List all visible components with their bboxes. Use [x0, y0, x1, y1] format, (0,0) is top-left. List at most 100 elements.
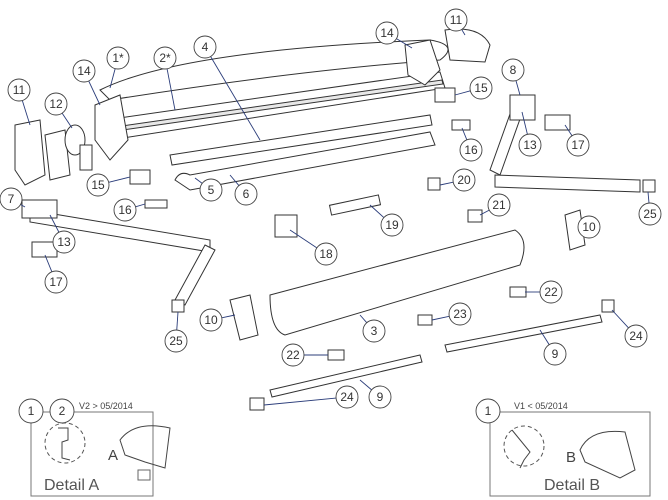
detail-b-box: [489, 411, 651, 497]
callout-circle: [459, 138, 483, 162]
callout-number: 13: [523, 138, 537, 152]
callout-number: 16: [464, 143, 478, 157]
part-15-left: [129, 169, 151, 185]
callout-number: 17: [571, 138, 585, 152]
end-cap-right: [444, 28, 491, 63]
part-22-left: [327, 349, 345, 361]
callout-number: 24: [629, 329, 643, 343]
leader-line: [647, 191, 650, 204]
leader-line: [49, 214, 60, 233]
callout-circle: [44, 92, 68, 116]
callout-14: 14: [72, 59, 101, 106]
part-23: [417, 314, 433, 326]
callout-8: 8: [501, 58, 525, 96]
callout-circle: [199, 308, 223, 332]
leader-line: [61, 112, 73, 129]
leader-line: [461, 29, 466, 36]
callout-number: 25: [643, 207, 657, 221]
callout-22: 22: [281, 343, 328, 367]
part-16-left: [144, 199, 168, 209]
callout-1-star: 1*: [106, 46, 130, 89]
callout-7: 7: [0, 187, 26, 211]
callout-circle: [72, 59, 96, 83]
callout-15: 15: [86, 173, 131, 197]
detail-b-title: Detail B: [544, 477, 600, 494]
detail-b-marker: B: [566, 449, 576, 466]
callout-16: 16: [459, 127, 483, 162]
callout-25: 25: [638, 191, 662, 226]
callout-number: 10: [582, 220, 596, 234]
callout-16: 16: [113, 198, 146, 222]
leader-line: [564, 124, 573, 137]
callout-circle: [314, 242, 338, 266]
part-18: [274, 214, 298, 238]
callout-17: 17: [564, 124, 590, 157]
leader-line: [109, 68, 116, 89]
callout-6: 6: [229, 174, 258, 206]
detail-a-zoom-circle: [44, 422, 86, 464]
end-cap-left-inner: [44, 129, 71, 181]
callout-number: 22: [544, 285, 558, 299]
leader-line: [20, 204, 26, 208]
callout-number: 18: [319, 247, 333, 261]
callout-number: 9: [552, 347, 559, 361]
leader-line: [263, 397, 337, 406]
callout-3: 3: [359, 314, 386, 343]
callout-circle: [448, 302, 472, 326]
callout-number: 15: [91, 178, 105, 192]
arm-left-lower: [174, 244, 216, 306]
callout-13: 13: [518, 111, 542, 157]
callout-circle: [164, 329, 188, 353]
part-15-right: [434, 87, 456, 103]
end-cap-left: [14, 119, 46, 186]
part-19: [328, 194, 382, 216]
fabric-profile: [169, 114, 433, 166]
front-end-cap-left: [229, 294, 259, 341]
leader-line: [135, 203, 146, 208]
callout-number: 14: [77, 64, 91, 78]
leader-line: [369, 204, 385, 218]
callout-number: 11: [13, 83, 26, 97]
callout-4: 4: [193, 35, 261, 141]
callout-circle: [44, 270, 68, 294]
callout-number: 8: [510, 63, 517, 77]
rail-left: [269, 354, 423, 398]
callout-circle: [624, 324, 648, 348]
callout-2-star: 2*: [153, 46, 177, 111]
callout-number: 12: [49, 97, 63, 111]
bracket-left: [94, 94, 129, 161]
callout-number: 21: [492, 198, 506, 212]
callout-18: 18: [289, 229, 338, 266]
callout-24: 24: [263, 385, 359, 409]
callout-circle: [487, 193, 511, 217]
callout-circle: [193, 35, 217, 59]
leader-line: [166, 68, 176, 111]
callout-number: 25: [169, 334, 183, 348]
svg-text:1: 1: [485, 404, 492, 418]
callout-23: 23: [431, 302, 472, 326]
part-21: [467, 209, 483, 223]
front-profile: [269, 229, 525, 336]
detail-a: 1 2 V2 > 05/2014 A Detail A: [18, 398, 171, 497]
callout-circle: [153, 46, 177, 70]
callout-circle: [469, 76, 493, 100]
detail-a-cap-drawing: [119, 425, 171, 469]
leader-line: [461, 127, 468, 140]
leader-line: [611, 309, 629, 329]
callout-circle: [444, 8, 468, 32]
leader-line: [515, 80, 521, 96]
leader-line: [21, 100, 31, 126]
callout-circle: [368, 385, 392, 409]
callout-number: 13: [57, 235, 71, 249]
callout-circle: [638, 202, 662, 226]
leader-line: [176, 311, 179, 331]
part-24-right: [601, 299, 615, 313]
callout-19: 19: [369, 204, 404, 237]
callout-15: 15: [454, 76, 493, 100]
callout-circle: [362, 319, 386, 343]
callout-number: 5: [208, 183, 215, 197]
callout-number: 11: [450, 13, 463, 27]
callout-number: 22: [286, 348, 300, 362]
